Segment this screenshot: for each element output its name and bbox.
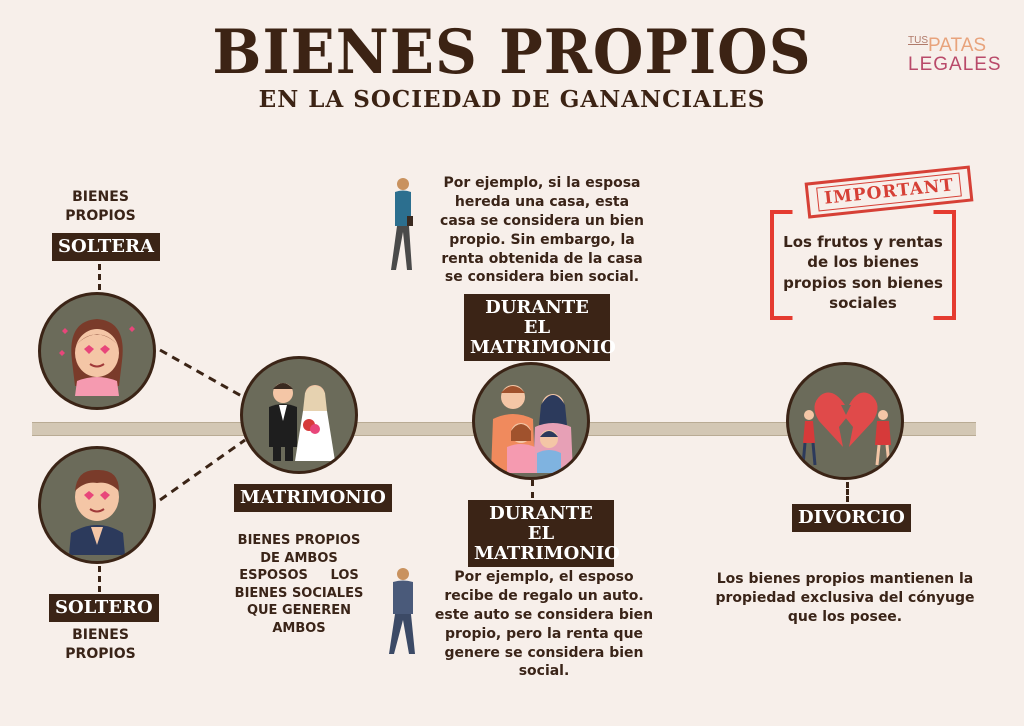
brand-logo: TUSPATAS LEGALES (908, 35, 1002, 75)
durante-bottom-label-line: MATRIMONIO (474, 542, 620, 564)
divorcio-circle (786, 362, 904, 480)
durante-top-label: DURANTE EL MATRIMONIO (464, 294, 616, 362)
soltero-label: SOLTERO (49, 594, 159, 622)
woman-heart-eyes-icon (59, 319, 135, 396)
family-circle (472, 362, 590, 480)
durante-top-connector (531, 343, 534, 361)
durante-top-label-line: MATRIMONIO (470, 336, 616, 358)
page-subtitle: EN LA SOCIEDAD DE GANANCIALES (258, 86, 766, 113)
matrimonio-caption-line: AMBOS (272, 620, 326, 636)
durante-top-example: Por ejemplo, si la esposa hereda una cas… (440, 175, 644, 286)
man-walking-icon (389, 568, 415, 654)
bride-groom-icon (269, 383, 335, 461)
durante-top-label-line: DURANTE EL (485, 297, 589, 338)
important-text: Los frutos y rentas de los bienes propio… (783, 233, 943, 312)
durante-bottom-label-line: DURANTE EL (489, 503, 593, 544)
soltero-caption: BIENES PROPIOS (65, 627, 136, 662)
logo-patas: PATAS (928, 35, 987, 56)
page-title: BIENES PROPIOS (212, 16, 812, 88)
matrimonio-caption-line: BIENES SOCIALES (234, 585, 364, 601)
matrimonio-caption-line: BIENES PROPIOS (237, 533, 361, 548)
matrimonio-label: MATRIMONIO (234, 484, 392, 512)
divorcio-caption: Los bienes propios mantienen la propieda… (715, 571, 975, 625)
man-heart-eyes-icon (69, 469, 125, 555)
soltera-circle (38, 292, 156, 410)
matrimonio-caption: BIENES PROPIOS DE AMBOS ESPOSOS LOS BIEN… (230, 532, 368, 637)
soltera-connector (98, 264, 101, 290)
broken-heart-icon (801, 392, 891, 466)
matrimonio-caption-line: QUE GENEREN (246, 603, 352, 619)
woman-walking-icon (391, 178, 413, 270)
family-icon (491, 385, 573, 473)
durante-bottom-label: DURANTE EL MATRIMONIO (468, 500, 620, 568)
divorcio-label: DIVORCIO (792, 504, 911, 532)
durante-bottom-connector (531, 480, 534, 498)
logo-legales: LEGALES (908, 54, 1002, 75)
soltera-label: SOLTERA (52, 233, 160, 261)
soltera-caption: BIENES PROPIOS (65, 189, 136, 224)
logo-tus: TUS (908, 35, 928, 46)
matrimonio-circle (240, 356, 358, 474)
matrimonio-caption-line: DE AMBOS (260, 550, 338, 566)
soltero-circle (38, 446, 156, 564)
matrimonio-caption-line: ESPOSOS LOS (239, 568, 359, 584)
soltero-connector (98, 566, 101, 592)
divorcio-connector (846, 482, 849, 502)
durante-bottom-example: Por ejemplo, el esposo recibe de regalo … (434, 569, 654, 680)
